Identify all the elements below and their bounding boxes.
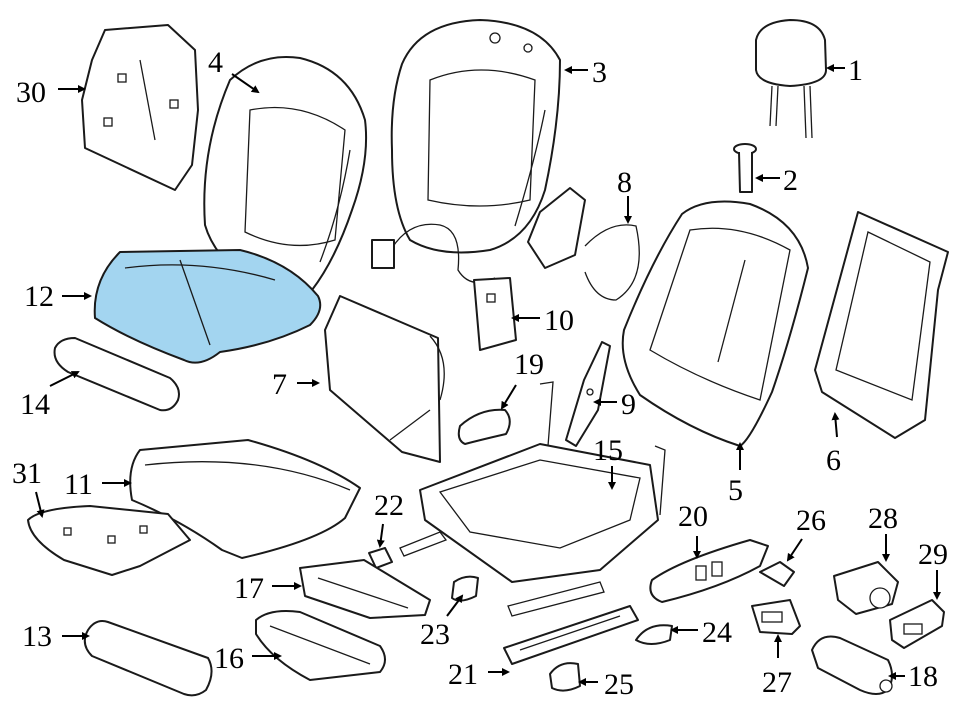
callout-22: 22 bbox=[374, 489, 404, 522]
callout-29: 29 bbox=[918, 538, 948, 571]
callout-20: 20 bbox=[678, 500, 708, 533]
part-20-switch-panel[interactable] bbox=[649, 539, 769, 603]
callout-14: 14 bbox=[20, 388, 50, 421]
part-24-cover[interactable] bbox=[635, 624, 673, 645]
part-7-back-panel[interactable] bbox=[324, 295, 445, 463]
callout-6: 6 bbox=[826, 444, 841, 477]
part-31-heater-mat[interactable] bbox=[27, 505, 191, 576]
callout-25: 25 bbox=[604, 668, 634, 701]
part-16-lower-tray[interactable] bbox=[255, 610, 386, 681]
callout-7: 7 bbox=[272, 368, 287, 401]
callout-arrows bbox=[35, 64, 941, 686]
callout-17: 17 bbox=[234, 572, 264, 605]
callout-15: 15 bbox=[593, 434, 623, 467]
part-8-side-airbag[interactable] bbox=[527, 187, 640, 301]
callout-16: 16 bbox=[214, 642, 244, 675]
callout-30: 30 bbox=[16, 76, 46, 109]
callout-labels: 1 2 3 4 5 6 7 8 9 10 11 12 13 14 15 16 1… bbox=[12, 46, 948, 701]
part-12-seat-cushion[interactable] bbox=[93, 249, 322, 364]
part-17-tray[interactable] bbox=[299, 559, 431, 619]
callout-27: 27 bbox=[762, 666, 792, 699]
callout-1: 1 bbox=[848, 54, 863, 87]
callout-12: 12 bbox=[24, 280, 54, 313]
callout-13: 13 bbox=[22, 620, 52, 653]
callout-3: 3 bbox=[592, 56, 607, 89]
callout-18: 18 bbox=[908, 660, 938, 693]
part-22-clip[interactable] bbox=[368, 547, 393, 569]
callout-28: 28 bbox=[868, 502, 898, 535]
part-25-cover[interactable] bbox=[549, 662, 581, 692]
part-4-seatback-trim[interactable] bbox=[203, 56, 368, 291]
part-14-trim-strip[interactable] bbox=[53, 337, 180, 412]
callout-4: 4 bbox=[208, 46, 223, 79]
part-29-switch[interactable] bbox=[889, 599, 945, 649]
callout-19: 19 bbox=[514, 348, 544, 381]
part-10-module[interactable] bbox=[473, 277, 517, 351]
part-6-back-panel[interactable] bbox=[814, 211, 949, 439]
part-15-seat-frame[interactable] bbox=[399, 381, 666, 617]
callout-24: 24 bbox=[702, 616, 732, 649]
part-30-pad[interactable] bbox=[81, 24, 199, 191]
callout-11: 11 bbox=[64, 468, 93, 501]
callout-10: 10 bbox=[544, 304, 574, 337]
part-27-switch[interactable] bbox=[751, 599, 801, 635]
wiring-harness bbox=[371, 223, 496, 284]
part-1-headrest[interactable] bbox=[755, 19, 827, 139]
part-26-knob[interactable] bbox=[759, 561, 795, 587]
part-21-rail[interactable] bbox=[503, 605, 639, 665]
part-19-handle[interactable] bbox=[457, 408, 511, 445]
part-11-seat-pad[interactable] bbox=[129, 439, 361, 559]
part-28-motor[interactable] bbox=[833, 561, 899, 615]
callout-23: 23 bbox=[420, 618, 450, 651]
callout-9: 9 bbox=[621, 388, 636, 421]
part-9-side-trim[interactable] bbox=[565, 341, 611, 447]
callout-21: 21 bbox=[448, 658, 478, 691]
part-13-trim-strip[interactable] bbox=[83, 620, 213, 697]
part-3-seatback-cover[interactable] bbox=[390, 19, 561, 254]
callout-8: 8 bbox=[617, 166, 632, 199]
part-2-headrest-guide[interactable] bbox=[733, 143, 757, 193]
part-5-backrest-frame[interactable] bbox=[621, 200, 809, 447]
callout-2: 2 bbox=[783, 164, 798, 197]
callout-5: 5 bbox=[728, 474, 743, 507]
part-23-cover[interactable] bbox=[451, 575, 479, 602]
callout-26: 26 bbox=[796, 504, 826, 537]
part-18-motor[interactable] bbox=[811, 635, 893, 695]
callout-31: 31 bbox=[12, 457, 42, 490]
